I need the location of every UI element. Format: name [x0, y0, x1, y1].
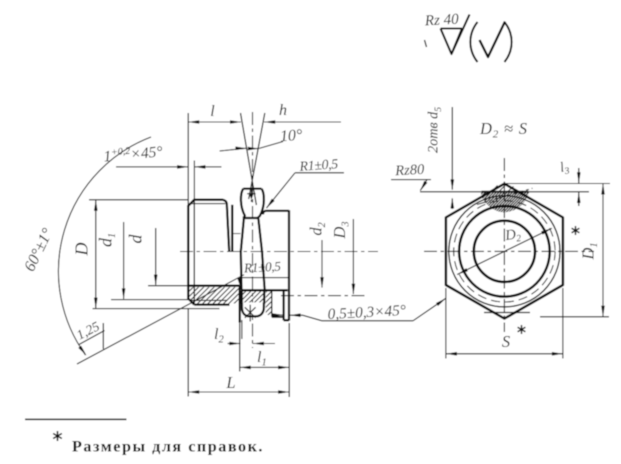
svg-text:Rz 40: Rz 40 — [424, 12, 460, 30]
svg-text:Rz80: Rz80 — [394, 162, 426, 180]
svg-text:l: l — [210, 103, 215, 120]
svg-text:L: L — [225, 373, 235, 392]
svg-text:10°: 10° — [279, 127, 303, 146]
svg-text:R1±0,5: R1±0,5 — [298, 156, 339, 174]
svg-text:h: h — [279, 102, 287, 119]
svg-text:D2 ≈ S: D2 ≈ S — [479, 119, 528, 141]
svg-text:2отв d5: 2отв d5 — [426, 107, 445, 153]
svg-text:Размеры для справок.: Размеры для справок. — [72, 438, 264, 456]
svg-text:R1±0,5: R1±0,5 — [243, 259, 282, 276]
svg-text:d: d — [126, 234, 146, 244]
svg-text:D: D — [72, 243, 92, 257]
svg-text:S: S — [502, 332, 510, 351]
